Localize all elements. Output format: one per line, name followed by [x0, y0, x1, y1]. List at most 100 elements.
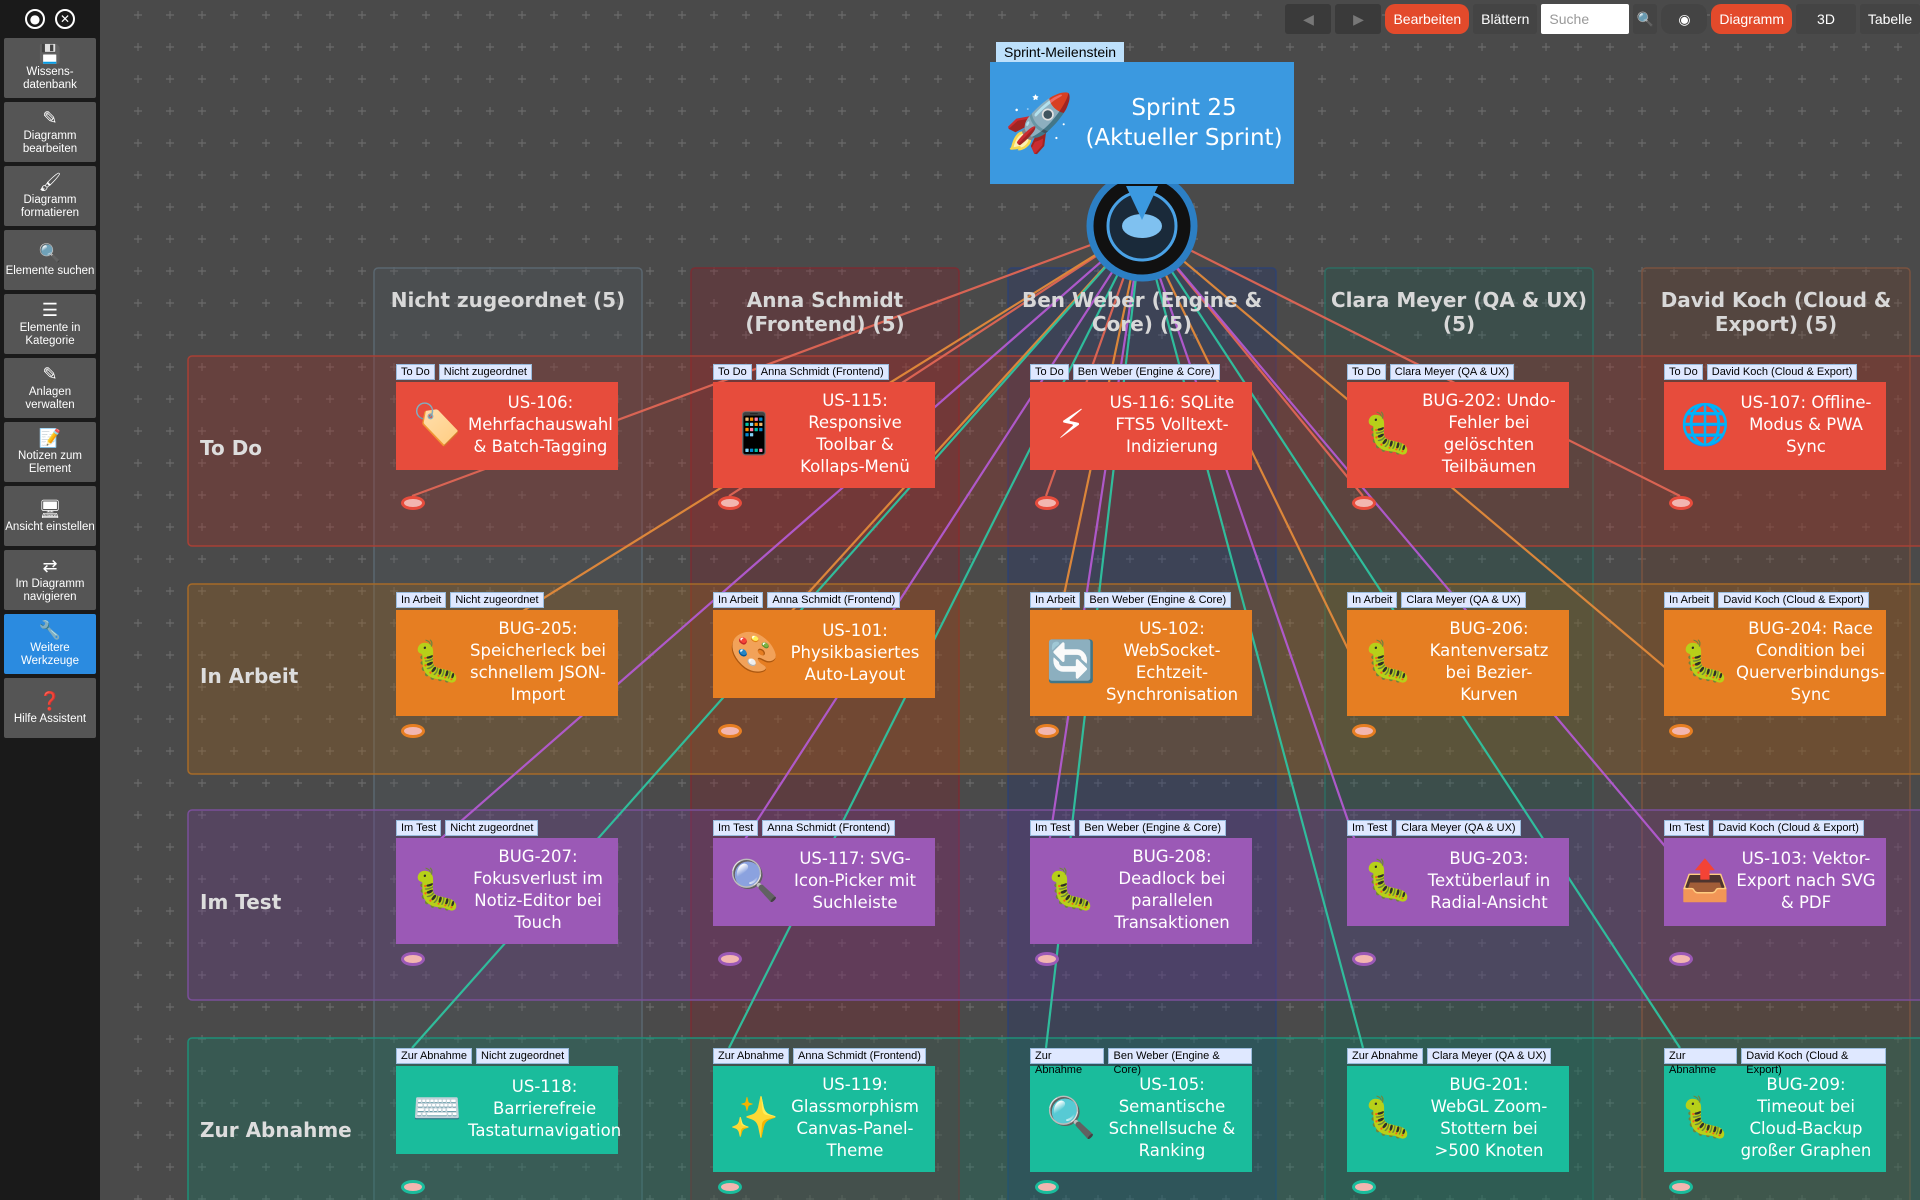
search-input[interactable]: Suche — [1541, 4, 1630, 34]
grid-plus — [1414, 299, 1422, 307]
grid-plus — [934, 587, 942, 595]
milestone-card[interactable]: 🚀 Sprint 25 (Aktueller Sprint) — [990, 62, 1294, 184]
grid-plus — [230, 587, 238, 595]
grid-plus — [486, 235, 494, 243]
table-view-button[interactable]: Tabelle — [1860, 4, 1920, 34]
grid-plus — [1606, 683, 1614, 691]
grid-plus — [230, 43, 238, 51]
sidebar-button-2[interactable]: 🖌Diagramm formatieren — [4, 166, 96, 226]
sidebar-button-0[interactable]: 💾Wissens-datenbank — [4, 38, 96, 98]
sidebar-button-4[interactable]: ☰Elemente in Kategorie — [4, 294, 96, 354]
diagram-view-button[interactable]: Diagramm — [1711, 4, 1792, 34]
grid-plus — [230, 267, 238, 275]
sidebar-button-9[interactable]: 🔧Weitere Werkzeuge — [4, 614, 96, 674]
back-button[interactable]: ◀ — [1285, 4, 1332, 34]
grid-plus — [1094, 299, 1102, 307]
grid-plus — [934, 395, 942, 403]
sidebar-button-7[interactable]: 🖥Ansicht einstellen — [4, 486, 96, 546]
grid-plus — [1510, 331, 1518, 339]
forward-button[interactable]: ▶ — [1335, 4, 1382, 34]
grid-plus — [1638, 203, 1646, 211]
grid-plus — [806, 171, 814, 179]
grid-plus — [1478, 1035, 1486, 1043]
grid-plus — [742, 715, 750, 723]
grid-plus — [1670, 1195, 1678, 1200]
sidebar-button-6[interactable]: 📝Notizen zum Element — [4, 422, 96, 482]
target-icon[interactable]: ● — [25, 9, 45, 29]
grid-plus — [1030, 1195, 1038, 1200]
grid-plus — [1734, 1195, 1742, 1200]
grid-plus — [1446, 523, 1454, 531]
browse-button[interactable]: Blättern — [1473, 4, 1538, 34]
grid-plus — [1478, 299, 1486, 307]
grid-plus — [422, 523, 430, 531]
grid-plus — [518, 43, 526, 51]
grid-plus — [1254, 779, 1262, 787]
grid-plus — [550, 1035, 558, 1043]
grid-plus — [518, 235, 526, 243]
close-icon[interactable]: ✕ — [55, 9, 75, 29]
grid-plus — [1798, 1003, 1806, 1011]
grid-plus — [966, 1003, 974, 1011]
sidebar-button-5[interactable]: ✎Anlagen verwalten — [4, 358, 96, 418]
grid-plus — [1830, 779, 1838, 787]
arrow-right-icon: ▶ — [1353, 10, 1364, 27]
grid-plus — [326, 427, 334, 435]
grid-plus — [582, 1163, 590, 1171]
grid-plus — [1190, 779, 1198, 787]
grid-plus — [358, 939, 366, 947]
grid-plus — [1574, 491, 1582, 499]
card-body: 🐛BUG-205: Speicherleck bei schnellem JSO… — [396, 610, 618, 716]
sidebar-button-3[interactable]: 🔍Elemente suchen — [4, 230, 96, 290]
grid-plus — [1894, 843, 1902, 851]
grid-plus — [1446, 331, 1454, 339]
grid-plus — [1254, 1067, 1262, 1075]
grid-plus — [1286, 843, 1294, 851]
search-button[interactable]: 🔍 — [1633, 4, 1658, 34]
bug-icon: 🐛 — [1363, 411, 1413, 457]
grid-plus — [294, 43, 302, 51]
focus-button[interactable]: ◉ — [1661, 4, 1708, 34]
grid-plus — [678, 203, 686, 211]
grid-plus — [998, 811, 1006, 819]
column-lane — [1641, 267, 1911, 1200]
edit-button[interactable]: Bearbeiten — [1385, 4, 1470, 34]
grid-plus — [1862, 523, 1870, 531]
grid-plus — [1286, 235, 1294, 243]
grid-plus — [1734, 139, 1742, 147]
grid-plus — [1382, 715, 1390, 723]
3d-view-button[interactable]: 3D — [1796, 4, 1856, 34]
rocket-icon: 🚀 — [1004, 91, 1074, 156]
grid-plus — [326, 523, 334, 531]
grid-plus — [326, 587, 334, 595]
sidebar-button-10[interactable]: ❓Hilfe Assistent — [4, 678, 96, 738]
sidebar-button-8[interactable]: ⇄Im Diagramm navigieren — [4, 550, 96, 610]
grid-plus — [198, 1195, 206, 1200]
grid-plus — [1222, 811, 1230, 819]
grid-plus — [614, 1003, 622, 1011]
diagram-canvas[interactable] — [100, 0, 1920, 1200]
sidebar-button-1[interactable]: ✎Diagramm bearbeiten — [4, 102, 96, 162]
